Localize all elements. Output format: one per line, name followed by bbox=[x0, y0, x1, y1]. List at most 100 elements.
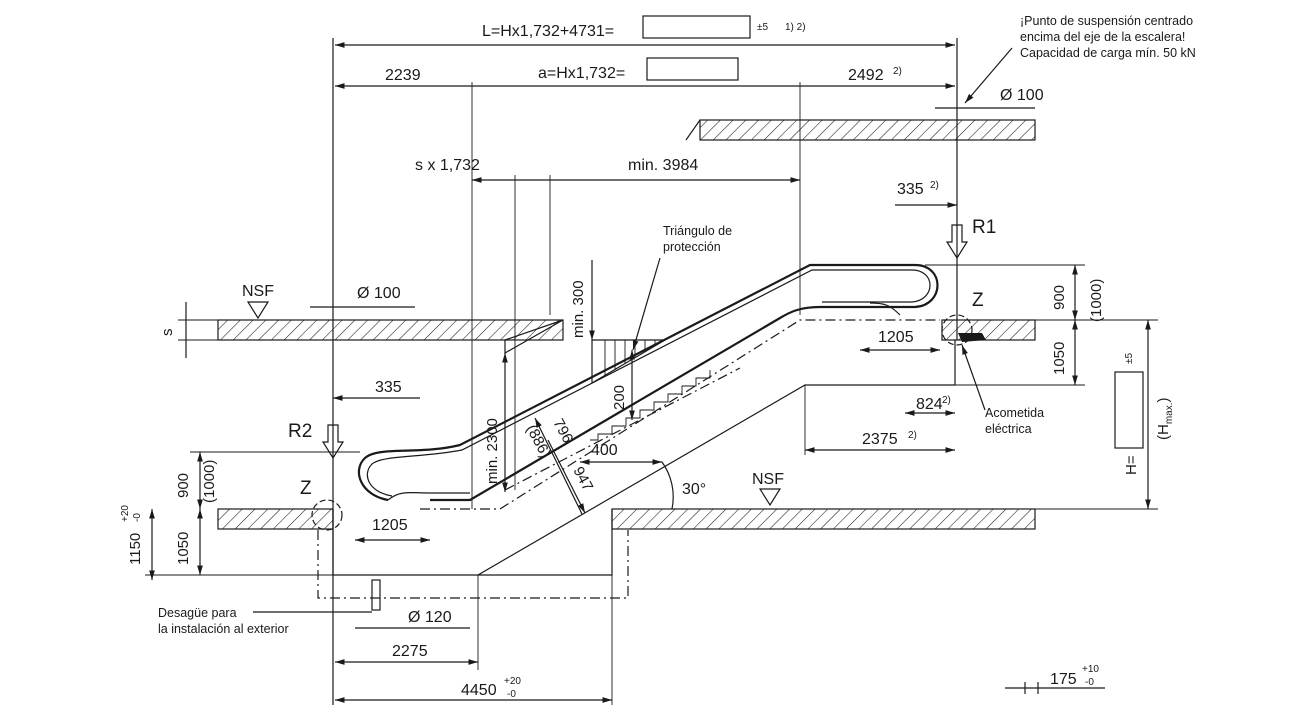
dim-824-note: 2) bbox=[942, 395, 951, 406]
dim-d100-left: Ø 100 bbox=[357, 285, 401, 302]
formula-L-tolerance: ±5 bbox=[757, 22, 768, 33]
upper-ceiling-slab bbox=[699, 119, 1036, 141]
formula-a: a=Hx1,732= bbox=[538, 65, 625, 82]
lower-pit-right-wall bbox=[478, 509, 613, 576]
z-bottom-circle bbox=[311, 499, 343, 531]
dim-1000-bottom: (1000) bbox=[201, 460, 218, 503]
dim-947-line bbox=[547, 439, 586, 514]
floor-slabs bbox=[217, 119, 1036, 530]
formula-a-box bbox=[646, 57, 739, 81]
z-top-circle bbox=[941, 314, 973, 346]
dim-2239: 2239 bbox=[385, 67, 421, 84]
note-triangle-1: Triángulo de bbox=[663, 224, 732, 238]
dim-175: 175 bbox=[1050, 671, 1077, 688]
steps bbox=[590, 370, 711, 441]
notes: ¡Punto de suspensión centrado encima del… bbox=[158, 14, 1196, 636]
dim-335-left: 335 bbox=[375, 379, 402, 396]
power-leader bbox=[961, 344, 986, 411]
truss-dashed-outline bbox=[317, 530, 629, 599]
lower-floor-slab-right bbox=[611, 508, 1036, 530]
dim-900-top: 900 bbox=[1051, 285, 1068, 310]
handrail bbox=[357, 263, 939, 502]
power-connector bbox=[958, 333, 986, 342]
note-suspension-1: ¡Punto de suspensión centrado bbox=[1020, 14, 1193, 28]
protection-triangle bbox=[591, 339, 668, 385]
formula-L-box bbox=[642, 15, 751, 39]
dim-h-label: H= bbox=[1123, 455, 1140, 475]
dim-796-line bbox=[534, 417, 583, 515]
dim-4450-minus: -0 bbox=[507, 689, 516, 700]
dim-1000-top: (1000) bbox=[1088, 279, 1105, 322]
note-triangle-2: protección bbox=[663, 240, 721, 254]
dim-2375-note: 2) bbox=[908, 430, 917, 441]
dim-d120: Ø 120 bbox=[408, 609, 452, 626]
formula-L: L=Hx1,732+4731= bbox=[482, 23, 614, 40]
dim-796: 796 bbox=[549, 416, 576, 446]
formula-L-notes: 1) 2) bbox=[785, 22, 806, 33]
note-suspension-3: Capacidad de carga mín. 50 kN bbox=[1020, 46, 1196, 60]
note-suspension-2: encima del eje de la escalera! bbox=[1020, 30, 1185, 44]
dim-1150-plus: +20 bbox=[120, 505, 131, 522]
nsf-bottom-marker bbox=[758, 488, 782, 507]
dim-335-top: 335 bbox=[897, 181, 924, 198]
upper-ceiling-slab-left-edge bbox=[685, 119, 701, 141]
escalator-truss bbox=[317, 263, 956, 599]
nsf-top-marker bbox=[246, 301, 270, 320]
dim-335-top-note: 2) bbox=[930, 180, 939, 191]
note-drain-2: la instalación al exterior bbox=[158, 622, 289, 636]
triangle-leader bbox=[632, 257, 661, 351]
dim-d100-top: Ø 100 bbox=[1000, 87, 1044, 104]
dimension-texts: 2239 2492 2) Ø 100 s x 1,732 min. 3984 3… bbox=[120, 66, 1175, 700]
drain-pipe bbox=[371, 579, 381, 611]
truss-dashed-incline-2 bbox=[504, 367, 741, 491]
dim-2492-note: 2) bbox=[893, 66, 902, 77]
dim-1205-bottom: 1205 bbox=[372, 517, 408, 534]
dim-1050-bottom: 1050 bbox=[175, 532, 192, 565]
label-z-top: Z bbox=[972, 290, 984, 311]
dim-1150-minus: -0 bbox=[132, 513, 143, 522]
dim-2375: 2375 bbox=[862, 431, 898, 448]
dim-400: 400 bbox=[591, 442, 618, 459]
dim-900-bottom: 900 bbox=[175, 473, 192, 498]
dim-angle: 30° bbox=[682, 481, 706, 498]
label-nsf-top: NSF bbox=[242, 283, 274, 300]
labels: R1 R2 Z Z NSF NSF bbox=[242, 217, 996, 499]
dim-h-tolerance: ±5 bbox=[1124, 353, 1135, 364]
r2-arrow bbox=[321, 424, 345, 460]
label-r1: R1 bbox=[972, 217, 996, 238]
label-z-bottom: Z bbox=[300, 478, 312, 499]
note-power-2: eléctrica bbox=[985, 422, 1032, 436]
dim-min300: min. 300 bbox=[570, 280, 587, 338]
r1-arrow bbox=[945, 224, 969, 260]
dim-1150: 1150 bbox=[127, 533, 144, 565]
truss-dashed-incline bbox=[420, 319, 940, 510]
dim-s-factor: s x 1,732 bbox=[415, 157, 480, 174]
lower-floor-slab-left bbox=[217, 508, 334, 530]
upper-floor-slab-left bbox=[217, 319, 564, 341]
balustrade-upper bbox=[869, 302, 901, 316]
dim-4450: 4450 bbox=[461, 682, 497, 699]
dim-1205-top: 1205 bbox=[878, 329, 914, 346]
dim-175-minus: -0 bbox=[1085, 677, 1094, 688]
handrail-inner bbox=[366, 269, 931, 497]
reference-lines bbox=[332, 38, 958, 705]
note-drain-1: Desagüe para bbox=[158, 606, 237, 620]
suspension-leader bbox=[964, 47, 1013, 104]
dim-2492: 2492 bbox=[848, 67, 884, 84]
dim-200: 200 bbox=[611, 385, 628, 410]
dim-824: 824 bbox=[916, 396, 943, 413]
dim-4450-plus: +20 bbox=[504, 676, 521, 687]
balustrade-lower bbox=[387, 491, 470, 501]
top-formulas: L=Hx1,732+4731= ±5 1) 2) a=Hx1,732= bbox=[482, 15, 806, 82]
upper-floor-slab-right bbox=[941, 319, 1036, 341]
dim-1050-top: 1050 bbox=[1051, 342, 1068, 375]
dim-min3984: min. 3984 bbox=[628, 157, 698, 174]
dimension-lines bbox=[145, 42, 1158, 703]
dim-min2300: min. 2300 bbox=[484, 418, 501, 484]
note-power-1: Acometida bbox=[985, 406, 1044, 420]
label-nsf-bottom: NSF bbox=[752, 471, 784, 488]
dim-175-plus: +10 bbox=[1082, 664, 1099, 675]
angle-arc bbox=[661, 461, 674, 510]
dim-2275: 2275 bbox=[392, 643, 428, 660]
